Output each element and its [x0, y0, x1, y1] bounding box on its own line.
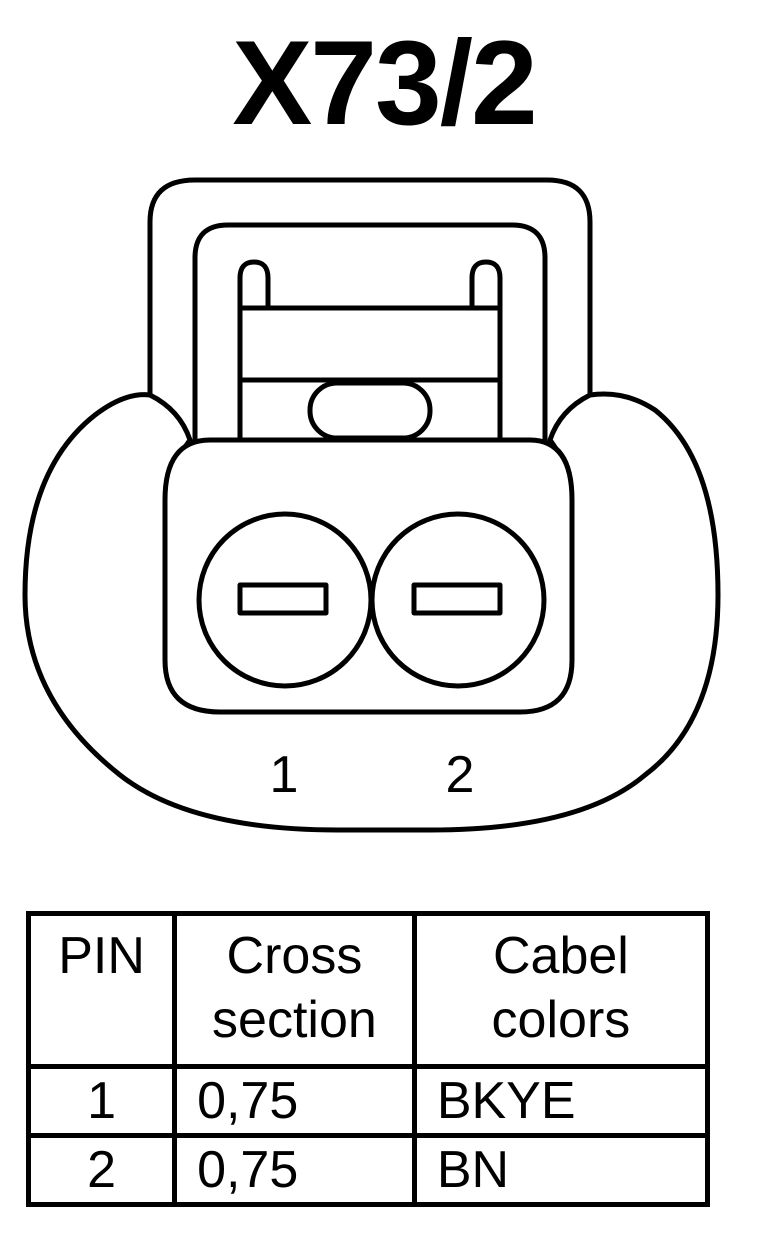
connector-title: X73/2 [232, 16, 538, 150]
header-cable-colors-line-2: colors [491, 991, 631, 1049]
pin-contact-1 [237, 582, 329, 616]
pin-contact-2 [411, 582, 503, 616]
latch-frame [192, 222, 548, 443]
cell-color: BKYE [411, 1064, 711, 1138]
latch-hole [307, 380, 433, 441]
table-row: 2 0,75 BN [25, 1133, 711, 1207]
table-header-row: PIN Cross section Cabel colors [25, 911, 711, 1069]
header-cross-section: Cross section [172, 911, 417, 1069]
pin-number-2: 2 [445, 746, 475, 804]
header-cable-colors: Cabel colors [411, 911, 711, 1069]
header-cross-section-line-2: section [212, 991, 377, 1049]
pin-assignment-table: PIN Cross section Cabel colors 1 0,75 BK… [25, 911, 711, 1207]
table-row: 1 0,75 BKYE [25, 1064, 711, 1138]
pin-number-1: 1 [269, 746, 299, 804]
header-cable-colors-line-1: Cabel [492, 927, 629, 985]
header-pin: PIN [25, 911, 178, 1069]
cell-cross-section: 0,75 [172, 1064, 417, 1138]
cell-color: BN [411, 1133, 711, 1207]
connector-diagram [22, 177, 721, 833]
header-cross-section-line-1: Cross [226, 927, 363, 985]
cell-cross-section: 0,75 [172, 1133, 417, 1207]
cell-pin: 1 [25, 1064, 178, 1138]
cell-pin: 2 [25, 1133, 178, 1207]
